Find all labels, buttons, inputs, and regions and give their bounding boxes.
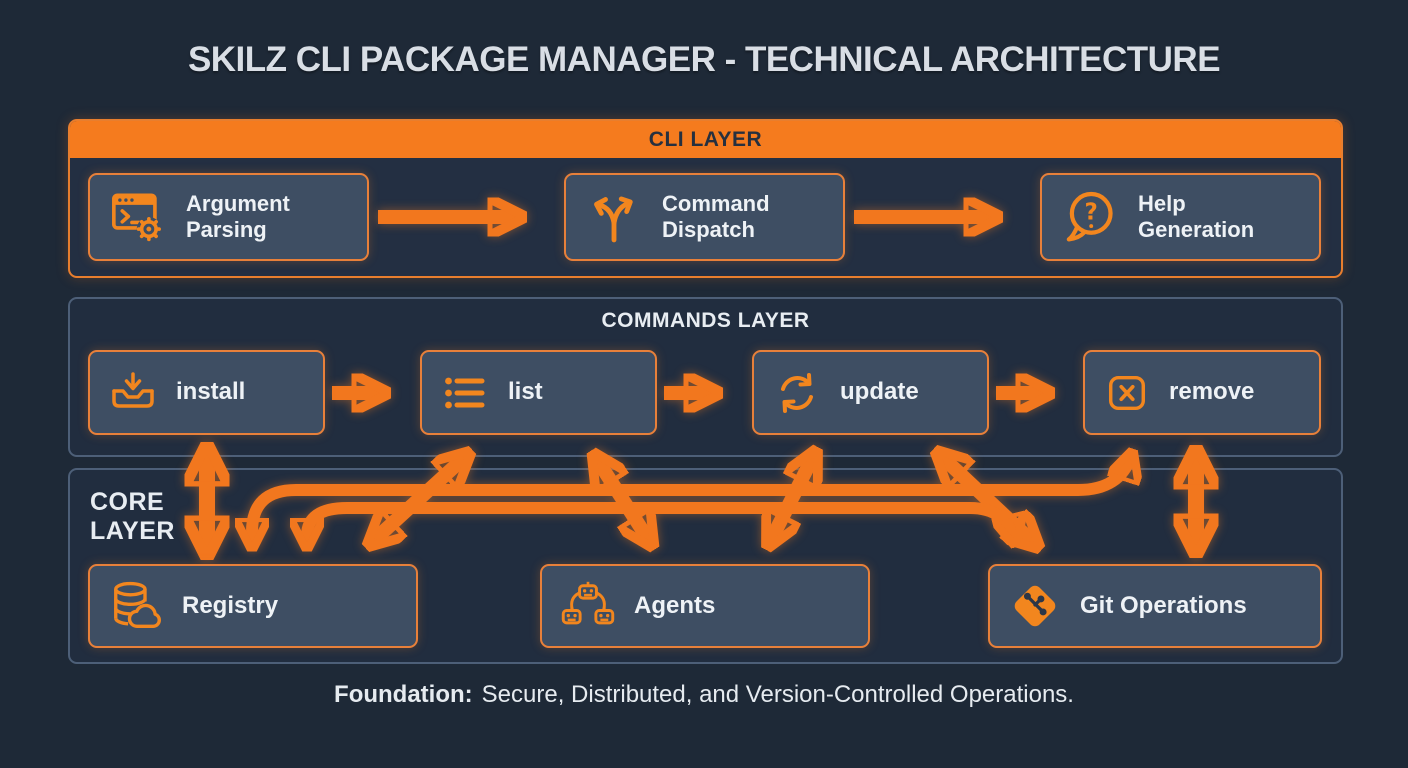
node-label: Argument Parsing bbox=[186, 191, 290, 242]
node-registry: Registry bbox=[88, 564, 418, 648]
node-label: Registry bbox=[182, 591, 279, 619]
refresh-icon bbox=[781, 372, 813, 413]
git-icon bbox=[1014, 585, 1056, 627]
node-remove: remove bbox=[1083, 350, 1321, 435]
node-label: list bbox=[508, 378, 543, 406]
cli-layer-header: CLI LAYER bbox=[70, 121, 1341, 158]
node-label: remove bbox=[1169, 378, 1255, 406]
node-update: update bbox=[752, 350, 989, 435]
node-agents: Agents bbox=[540, 564, 870, 648]
foundation-note-text: Secure, Distributed, and Version-Control… bbox=[481, 681, 1074, 708]
download-tray-icon bbox=[112, 371, 154, 408]
node-command-dispatch: Command Dispatch bbox=[564, 173, 845, 261]
node-argument-parsing: Argument Parsing bbox=[88, 173, 369, 261]
svg-text:?: ? bbox=[1085, 199, 1098, 225]
node-help-generation: ? Help Generation bbox=[1040, 173, 1321, 261]
node-label: Command Dispatch bbox=[662, 191, 770, 242]
database-cloud-icon bbox=[114, 581, 161, 628]
foundation-note: Foundation: Secure, Distributed, and Vers… bbox=[0, 681, 1408, 709]
remove-x-icon bbox=[1108, 375, 1146, 410]
node-label: update bbox=[840, 378, 919, 406]
foundation-note-prefix: Foundation: bbox=[334, 681, 473, 708]
node-label: Help Generation bbox=[1138, 191, 1255, 242]
node-label: Git Operations bbox=[1080, 591, 1247, 619]
node-list: list bbox=[420, 350, 657, 435]
node-install: install bbox=[88, 350, 325, 435]
terminal-gear-icon bbox=[112, 193, 161, 242]
robots-icon bbox=[561, 581, 615, 625]
core-layer-label: CORE LAYER bbox=[90, 488, 175, 545]
branch-arrows-icon bbox=[594, 196, 633, 243]
page-title: SKILZ CLI PACKAGE MANAGER - TECHNICAL AR… bbox=[187, 40, 1221, 79]
node-label: Agents bbox=[634, 591, 716, 619]
list-icon bbox=[445, 377, 485, 408]
commands-layer-header: COMMANDS LAYER bbox=[601, 309, 810, 332]
node-label: install bbox=[176, 378, 246, 406]
help-bubble-icon: ? bbox=[1066, 191, 1113, 242]
node-git-operations: Git Operations bbox=[988, 564, 1322, 648]
